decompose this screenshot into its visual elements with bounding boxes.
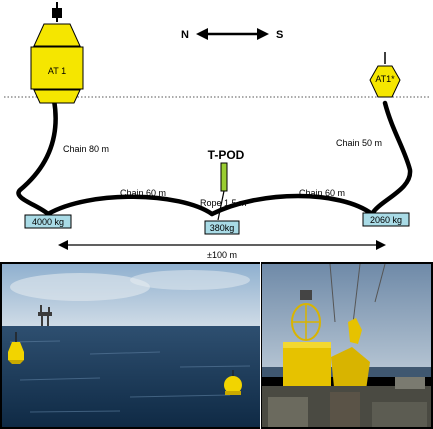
yellow-buoy-left-icon	[8, 332, 24, 364]
weight-right: 2060 kg	[362, 212, 410, 227]
photo-strip	[0, 262, 433, 429]
buoy-at1-star-label: AT1*	[375, 74, 395, 84]
mooring-diagram: N S AT 1 AT1* T-POD Chain 80 m Chain 50 …	[4, 2, 429, 260]
distance-arrow-icon	[58, 240, 386, 250]
tpod-label: T-POD	[208, 148, 245, 162]
chain-left-vertical-label: Chain 80 m	[63, 144, 109, 154]
chain-left-vertical	[16, 97, 58, 217]
weight-left-label: 4000 kg	[32, 217, 64, 227]
chain-span-right-label: Chain 60 m	[299, 188, 345, 198]
yellow-buoy-round-icon	[224, 370, 242, 395]
chain-span-left	[45, 194, 215, 217]
buoy-at1-star: AT1*	[369, 52, 401, 98]
compass-south-label: S	[276, 29, 283, 41]
tpod-rope	[217, 190, 225, 221]
oil-rig-icon	[38, 305, 52, 326]
rope-label: Rope 1.5 m	[200, 198, 247, 208]
chain-right-vertical	[369, 100, 413, 217]
weight-left: 4000 kg	[24, 214, 72, 229]
mooring-chains	[16, 97, 413, 217]
buoy-deployment-photo	[261, 262, 433, 429]
chain-right-vertical-label: Chain 50 m	[336, 138, 382, 148]
weight-center-label: 380kg	[210, 223, 235, 233]
compass-north-label: N	[181, 29, 189, 41]
buoy-at1-label: AT 1	[48, 66, 66, 76]
weight-right-label: 2060 kg	[370, 215, 402, 225]
buoy-at1: AT 1	[30, 2, 84, 104]
weight-center: 380kg	[204, 220, 240, 235]
double-arrow-icon	[196, 28, 269, 40]
sea-with-buoys-photo	[0, 262, 260, 429]
tpod-device: T-POD	[208, 148, 245, 221]
chain-span-left-label: Chain 60 m	[120, 188, 166, 198]
distance-label: ±100 m	[207, 250, 237, 260]
buoy-cage-icon	[291, 290, 321, 341]
chain-span-right	[209, 193, 375, 217]
